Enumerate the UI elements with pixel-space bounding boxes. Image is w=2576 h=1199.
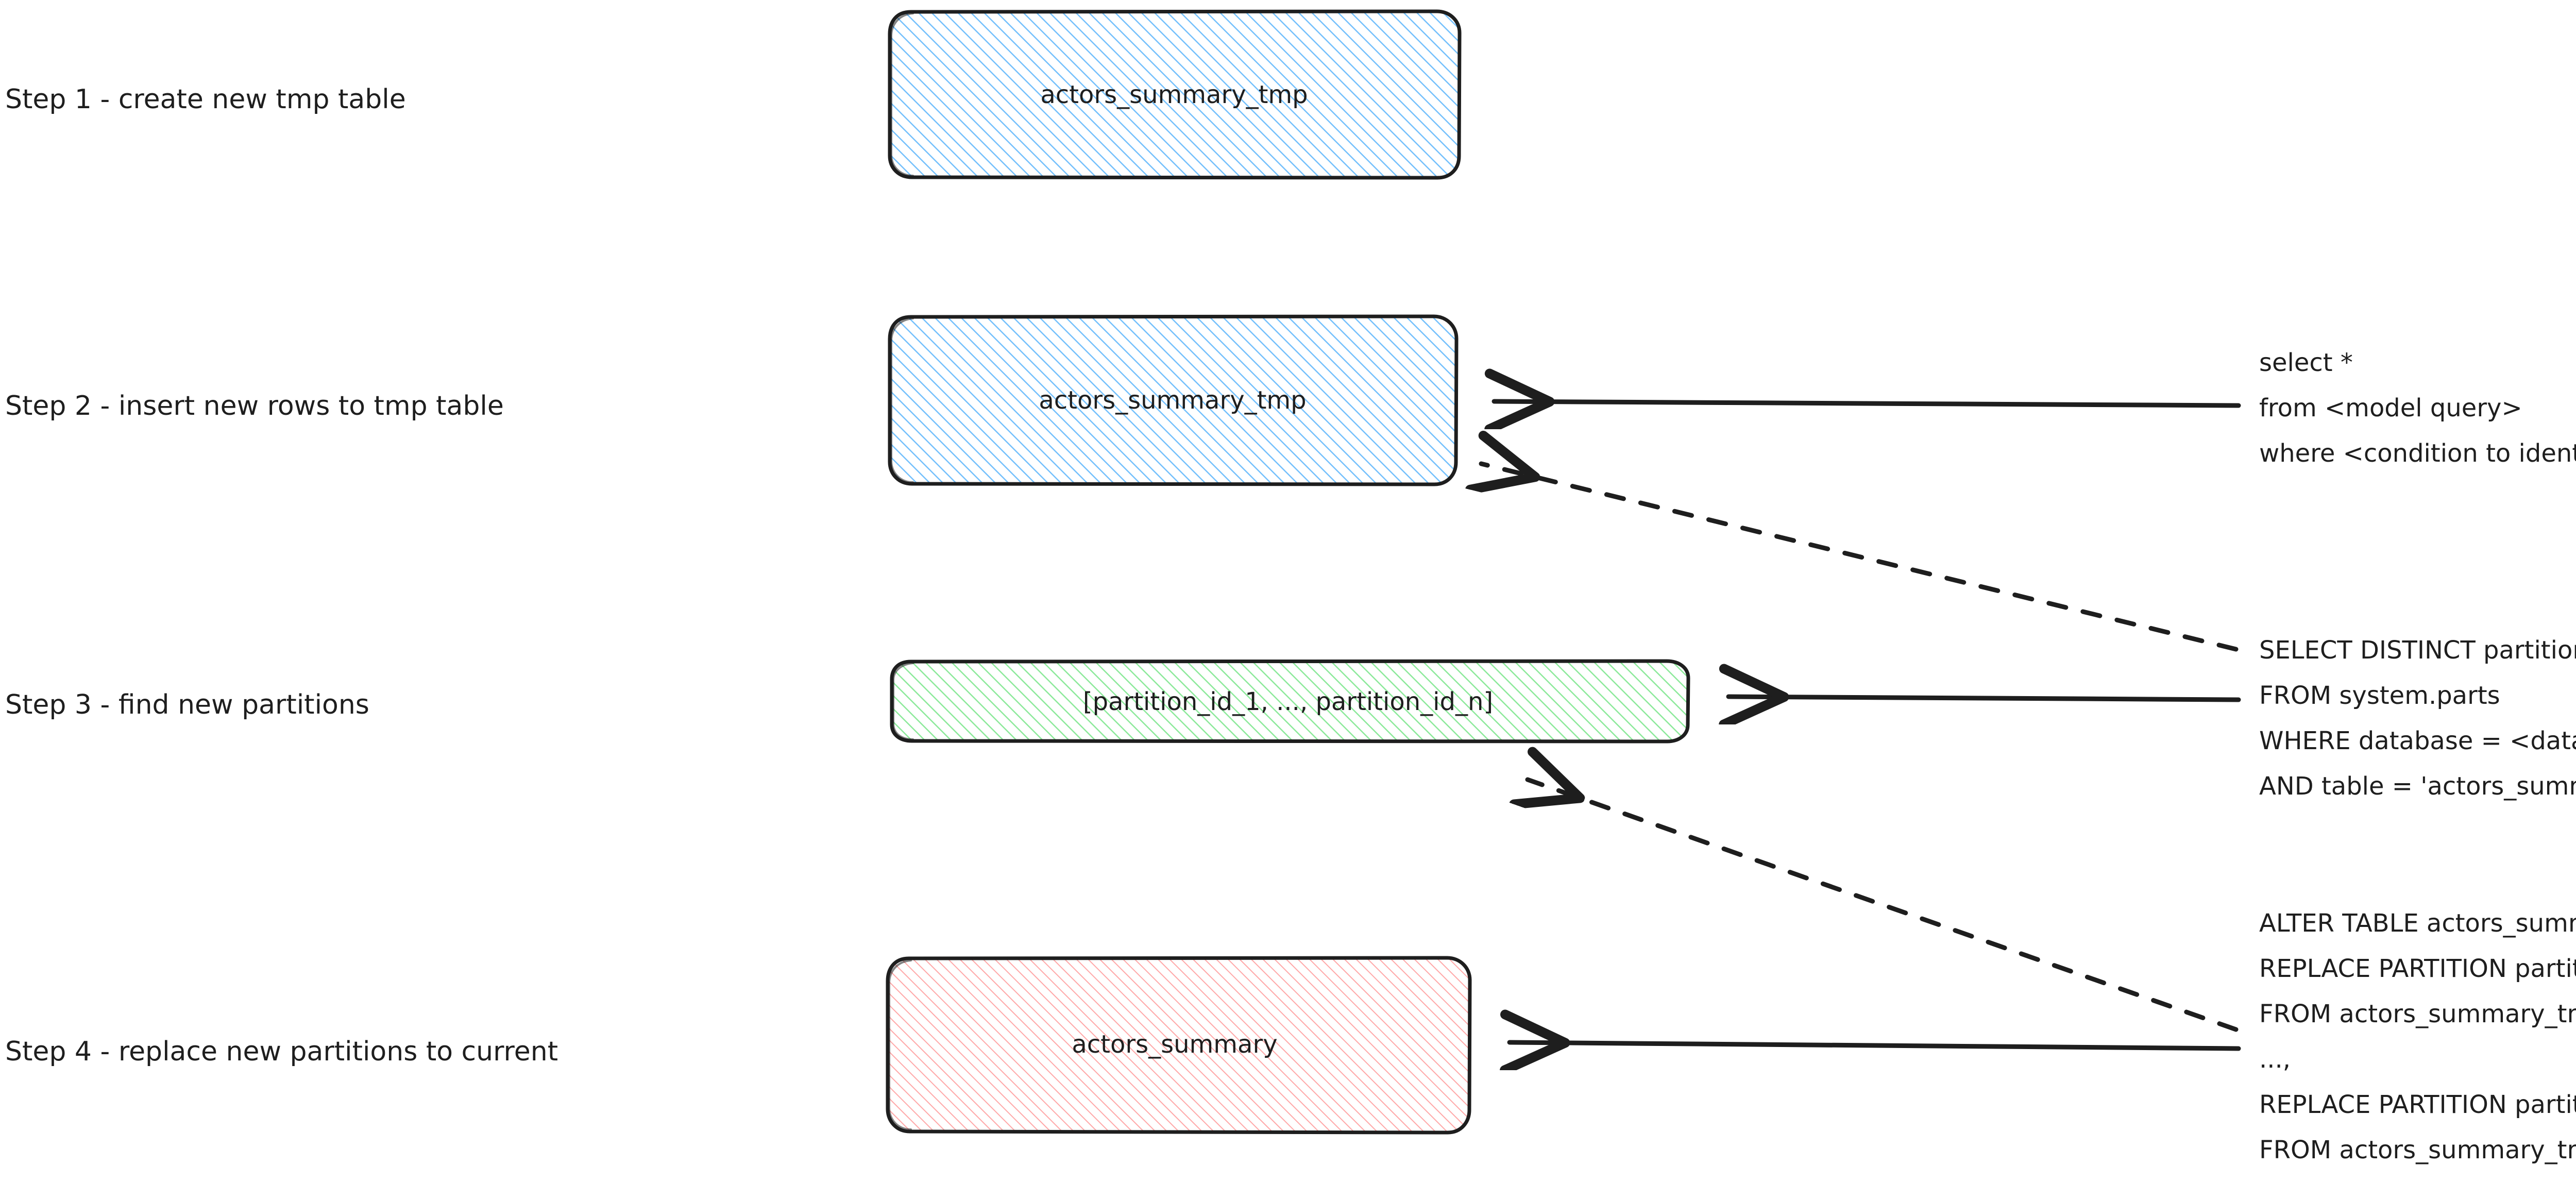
node-label: actors_summary <box>1072 1030 1277 1059</box>
code-block-step-2: select * from <model query> where <condi… <box>2259 348 2576 468</box>
arrow-line <box>1728 697 2241 700</box>
node-outline-sketch-pass <box>888 959 912 1130</box>
code-line: from <model query> <box>2259 394 2522 423</box>
code-line: FROM system.parts <box>2259 681 2500 710</box>
node-outline <box>888 314 1459 486</box>
step-4-label: Step 4 - replace new partitions to curre… <box>5 1036 558 1067</box>
node-actors-summary-tmp-step1[interactable]: actors_summary_tmp <box>888 9 1462 180</box>
connector-step3-code-to-partitions <box>1728 697 2241 700</box>
code-line: ALTER TABLE actors_summary <box>2259 909 2576 938</box>
code-line: REPLACE PARTITION partition_id_1 <box>2259 954 2576 983</box>
code-line: REPLACE PARTITION partition_id_n <box>2259 1090 2576 1119</box>
code-line: WHERE database = <database> <box>2259 727 2576 755</box>
connector-step4-code-to-actors-summary <box>1510 1042 2241 1049</box>
node-actors-summary-tmp-step2[interactable]: actors_summary_tmp <box>888 314 1459 486</box>
connector-step2-code-to-tmp <box>1494 401 2241 406</box>
node-partition-id-list[interactable]: [partition_id_1, ..., partition_id_n] <box>890 659 1690 744</box>
code-block-step-3: SELECT DISTINCT partition_id FROM system… <box>2259 636 2576 801</box>
step-2-label: Step 2 - insert new rows to tmp table <box>5 391 504 421</box>
arrow-line <box>1494 401 2241 406</box>
code-line: FROM actors_summary_tmp, <box>2259 1136 2576 1164</box>
node-outline <box>888 9 1462 180</box>
connector-step4-code-to-partitions <box>1528 780 2239 1032</box>
node-actors-summary[interactable]: actors_summary <box>886 956 1472 1135</box>
node-outline <box>890 659 1690 744</box>
code-line: ..., <box>2259 1045 2291 1074</box>
node-label: actors_summary_tmp <box>1039 386 1306 415</box>
node-outline-sketch-pass <box>892 662 914 740</box>
step-1-label: Step 1 - create new tmp table <box>5 84 406 115</box>
code-line: AND table = 'actors_summary_tmp' <box>2259 772 2576 801</box>
node-label: [partition_id_1, ..., partition_id_n] <box>1083 687 1493 716</box>
arrow-line <box>1510 1042 2241 1049</box>
step-4-group: Step 4 - replace new partitions to curre… <box>5 909 2576 1164</box>
node-outline <box>886 956 1472 1135</box>
node-label: actors_summary_tmp <box>1040 80 1308 109</box>
code-line: select * <box>2259 348 2353 377</box>
node-outline-sketch-pass <box>890 317 914 483</box>
node-fill <box>889 11 1459 177</box>
step-3-group: Step 3 - find new partitions [partition_… <box>5 636 2576 1032</box>
arrow-line-dashed <box>1528 780 2239 1032</box>
code-line: where <condition to identify new> <box>2259 439 2576 468</box>
connector-step3-code-to-tmp <box>1481 464 2239 652</box>
node-fill <box>889 316 1456 484</box>
step-3-label: Step 3 - find new partitions <box>5 689 369 720</box>
step-1-group: Step 1 - create new tmp table actors_sum… <box>5 9 1462 180</box>
arrow-line-dashed <box>1481 464 2239 652</box>
code-block-step-4: ALTER TABLE actors_summary REPLACE PARTI… <box>2259 909 2576 1164</box>
step-2-group: Step 2 - insert new rows to tmp table ac… <box>5 314 2576 652</box>
node-fill <box>891 661 1688 741</box>
code-line: FROM actors_summary_tmp, <box>2259 1000 2576 1028</box>
node-outline-sketch-pass <box>890 12 914 177</box>
code-line: SELECT DISTINCT partition_id <box>2259 636 2576 665</box>
node-fill <box>887 958 1469 1133</box>
